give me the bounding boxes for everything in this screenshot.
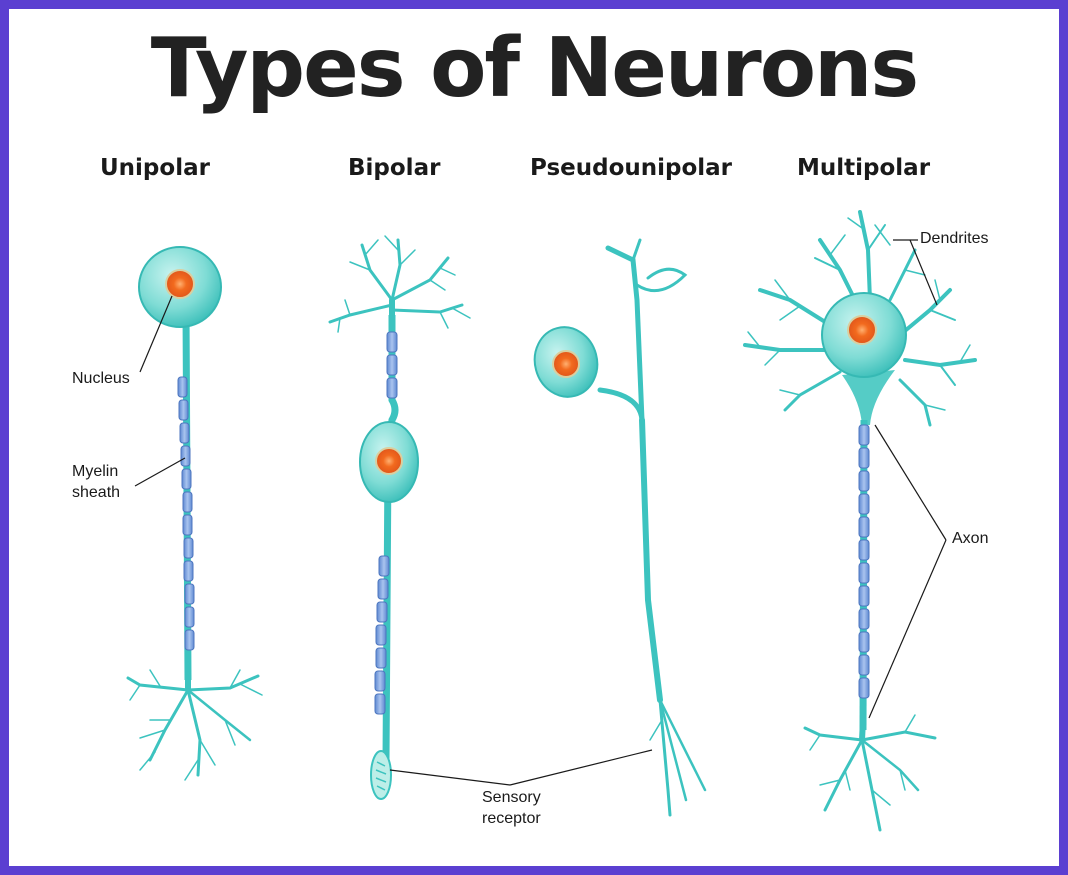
heading-bipolar: Bipolar: [348, 155, 441, 181]
nucleus-leader: [139, 295, 173, 373]
pseudounipolar-nucleus: [552, 350, 580, 378]
unipolar-axon-terminal: [126, 662, 263, 781]
heading-pseudounipolar: Pseudounipolar: [530, 155, 733, 181]
bipolar-nucleus: [375, 447, 403, 475]
heading-unipolar: Unipolar: [100, 155, 210, 181]
label-axon: Axon: [952, 530, 989, 547]
bipolar-myelin-lower: [374, 555, 390, 715]
pseudounipolar-neuron: [533, 238, 707, 817]
leader-lines: [134, 239, 947, 786]
label-myelin-line1: Myelin: [72, 463, 119, 480]
multipolar-dendrites: [743, 210, 977, 427]
unipolar-neuron: [126, 246, 263, 781]
dendrites-leader-lower: [909, 239, 938, 306]
multipolar-nucleus: [847, 315, 877, 345]
myelin-leader: [134, 457, 186, 487]
heading-multipolar: Multipolar: [797, 155, 931, 181]
bipolar-dendrites: [328, 235, 471, 333]
label-myelin-line2: sheath: [72, 484, 121, 501]
bipolar-myelin-upper: [386, 331, 398, 399]
sensory-receptor: [370, 750, 392, 800]
unipolar-nucleus: [165, 269, 195, 299]
sensory-leader-pseudounipolar: [509, 749, 653, 786]
label-sensory-line1: Sensory: [482, 789, 541, 806]
bipolar-neuron: [328, 235, 471, 800]
axon-leader-lower: [868, 539, 947, 719]
sensory-leader-bipolar: [389, 769, 511, 786]
multipolar-axon-terminal: [803, 714, 937, 832]
label-dendrites: Dendrites: [920, 230, 989, 247]
multipolar-myelin-sheath: [858, 424, 870, 699]
axon-leader-upper: [874, 424, 947, 541]
page-title: Types of Neurons: [150, 21, 919, 116]
unipolar-myelin-sheath: [177, 376, 195, 651]
label-sensory-line2: receptor: [482, 810, 541, 827]
label-nucleus: Nucleus: [72, 370, 130, 387]
multipolar-neuron: [743, 210, 977, 832]
